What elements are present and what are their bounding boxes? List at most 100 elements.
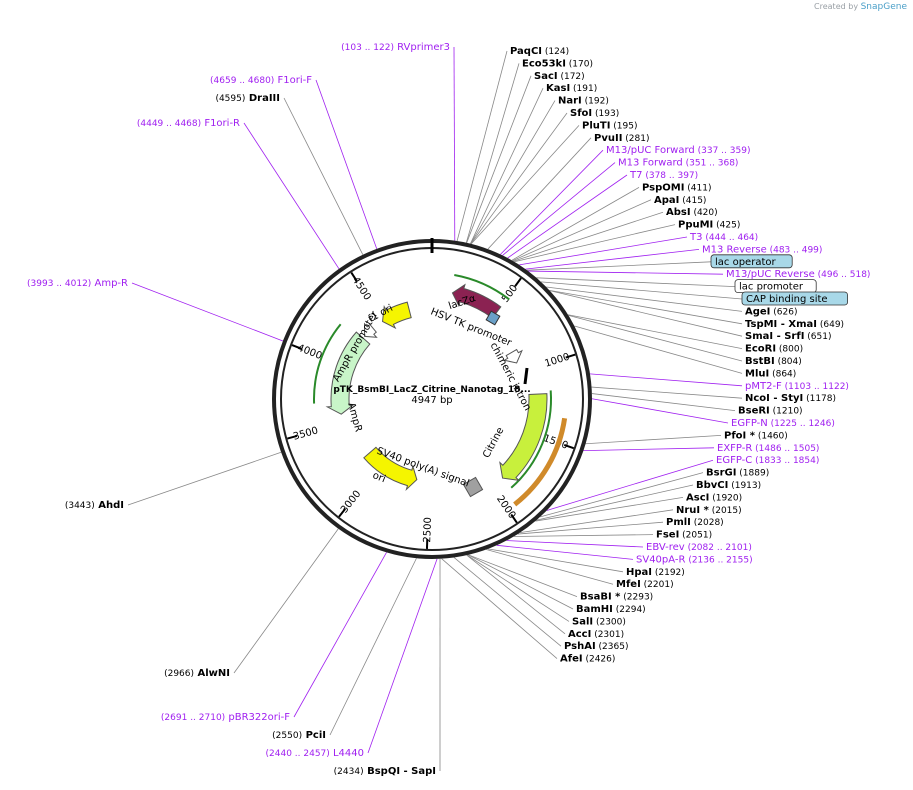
label-pos-pbr322ori-f: (2691 .. 2710) (161, 713, 225, 723)
label-pos-sali: (2300) (593, 617, 626, 627)
leader-sv40pa-r (496, 544, 634, 560)
enzyme-label-smai: SmaI - SrfI (651) (745, 331, 831, 342)
label-name-ncoi: NcoI (745, 393, 770, 404)
enzyme-label-bsrgi: BsrGI (1889) (706, 468, 769, 479)
plasmid-length: 4947 bp (411, 395, 452, 406)
leader-pspomi (511, 187, 640, 261)
label-name-ahdi: AhdI (95, 500, 124, 511)
label-pos-mlui: (864) (769, 369, 796, 379)
leader-t7 (507, 174, 628, 259)
label-name-bbvci: BbvCI (696, 480, 728, 491)
label-name-t3: T3 (689, 232, 702, 243)
label-name-ppumi: PpuMI (678, 220, 713, 231)
label-pos-alwni: (2966) (164, 669, 194, 679)
label-pos-fsei: (2051) (679, 531, 712, 541)
primer-label-l4440: (2440 .. 2457) L4440 (266, 748, 364, 759)
leader-pvuii (487, 137, 592, 250)
leader-nrui (519, 509, 674, 534)
label-name-exfp-r: EXFP-R (717, 443, 752, 454)
enzyme-label-acci: AccI (2301) (568, 629, 624, 640)
label-pos-t7: (378 .. 397) (642, 171, 698, 181)
label-pos-f1ori-r: (4449 .. 4468) (137, 119, 201, 129)
citrine-orange-arc (513, 417, 568, 507)
leader-absi (513, 211, 664, 262)
enzyme-label-pluti: PluTI (195) (582, 120, 637, 131)
label-name-kasi: KasI (546, 83, 570, 94)
label-name-mfei: MfeI (616, 579, 641, 590)
enzyme-label-apai: ApaI (415) (654, 195, 706, 206)
primer-label-exfp-r: EXFP-R (1486 .. 1505) (717, 443, 819, 454)
label-pos-rvprimer3: (103 .. 122) (341, 43, 394, 53)
label-name-bamhi: BamHI (576, 604, 613, 615)
label-pos-egfp-c: (1833 .. 1854) (752, 456, 819, 466)
tick-mark-1000 (565, 353, 576, 359)
enzyme-label-absi: AbsI (420) (666, 207, 718, 218)
leader-kasi (470, 88, 544, 244)
leader-sfoi (470, 112, 568, 245)
tick-mark-4000 (291, 344, 302, 350)
label-name-nrui: NruI * (676, 505, 710, 516)
label-name-bsrgi: BsrGI (706, 468, 736, 479)
enzyme-label-pvuii: PvuII (281) (594, 133, 649, 144)
tick-label-4000: 4000 (296, 343, 324, 362)
enzyme-label-fsei: FseI (2051) (656, 530, 712, 541)
enzyme-label-eco53ki: Eco53kI (170) (522, 58, 593, 69)
leader-m13-forward (502, 162, 616, 256)
label-pos-amp-r: (3993 .. 4012) (27, 279, 91, 289)
label-pos-agei: (626) (770, 307, 797, 317)
plasmid-name: pTK_BsmBI_LacZ_Citrine_Nanotag_18... (333, 385, 530, 395)
snapgene-logo: SnapGene (860, 2, 907, 12)
label-pos-paqci: (124) (542, 47, 569, 57)
enzyme-label-agei: AgeI (626) (745, 306, 797, 317)
label-pos-m13-puc-forward: (337 .. 359) (695, 146, 751, 156)
label-name-pvuii: PvuII (594, 133, 622, 144)
leader-mlui (574, 325, 743, 374)
label-name-paqci: PaqCI (510, 46, 542, 57)
enzyme-label-ncoi: NcoI - StyI (1178) (745, 393, 836, 404)
leader-bstbi (568, 315, 743, 362)
ampr-guide-arc (313, 323, 342, 404)
label-pos-ebv-rev: (2082 .. 2101) (685, 543, 752, 553)
label-pos-t3: (444 .. 464) (702, 233, 758, 243)
leader-egfp-c (546, 459, 714, 511)
leader-eco53ki (465, 63, 520, 243)
leader-bbvci (536, 484, 694, 521)
label-name-asci: AscI (686, 492, 709, 503)
leader-ebv-rev (506, 540, 644, 548)
leader-tspmi (549, 289, 743, 325)
tick-mark-3500 (287, 434, 298, 440)
label-pos-nari: (192) (582, 97, 609, 107)
label-name-m13-puc-reverse: M13/pUC Reverse (726, 269, 815, 280)
enzyme-label-ecori: EcoRI (800) (745, 344, 803, 355)
label-name-pspomi: PspOMI (642, 182, 684, 193)
label-name-absi: AbsI (666, 207, 691, 218)
label-pos-eco53ki: (170) (566, 59, 593, 69)
label-pos-bseri: (1210) (770, 407, 803, 417)
label-pos-afei: (2426) (583, 655, 616, 665)
label-pos-bsabi: (2293) (620, 593, 653, 603)
label-pos-asci: (1920) (709, 493, 742, 503)
primer-label-pmt2-f: pMT2-F (1103 .. 1122) (745, 381, 849, 392)
leader-agei (546, 286, 743, 312)
label-name-pfoi: PfoI * (724, 430, 756, 441)
enzyme-label-tspmi: TspMI - XmaI (649) (745, 319, 844, 330)
label-pos-f1ori-f: (4659 .. 4680) (210, 76, 274, 86)
leader-cap-binding-site (540, 281, 743, 300)
leader-fsei (513, 534, 654, 537)
leader-bseri (591, 393, 736, 411)
enzyme-label-bsabi: BsaBI * (2293) (580, 592, 653, 603)
label-pos-acci: (2301) (591, 630, 624, 640)
label-name-m13-forward: M13 Forward (618, 158, 683, 169)
label-name-sali: SalI (572, 616, 593, 627)
leader-exfp-r (583, 447, 715, 452)
leader-f1ori-f (315, 79, 378, 249)
enzyme-label-nrui: NruI * (2015) (676, 505, 742, 516)
leader-lac-operator (526, 261, 712, 271)
enzyme-label-sfoi: SfoI (193) (570, 108, 619, 119)
enzyme-label-pfoi: PfoI * (1460) (724, 430, 788, 441)
leader-nari (470, 100, 556, 244)
primer-label-f1ori-f: (4659 .. 4680) F1ori-F (210, 75, 312, 86)
label-name-pmli: PmlI (666, 517, 691, 528)
f1-ori-arrow (381, 301, 412, 330)
primer-label-f1ori-r: (4449 .. 4468) F1ori-R (137, 118, 240, 129)
